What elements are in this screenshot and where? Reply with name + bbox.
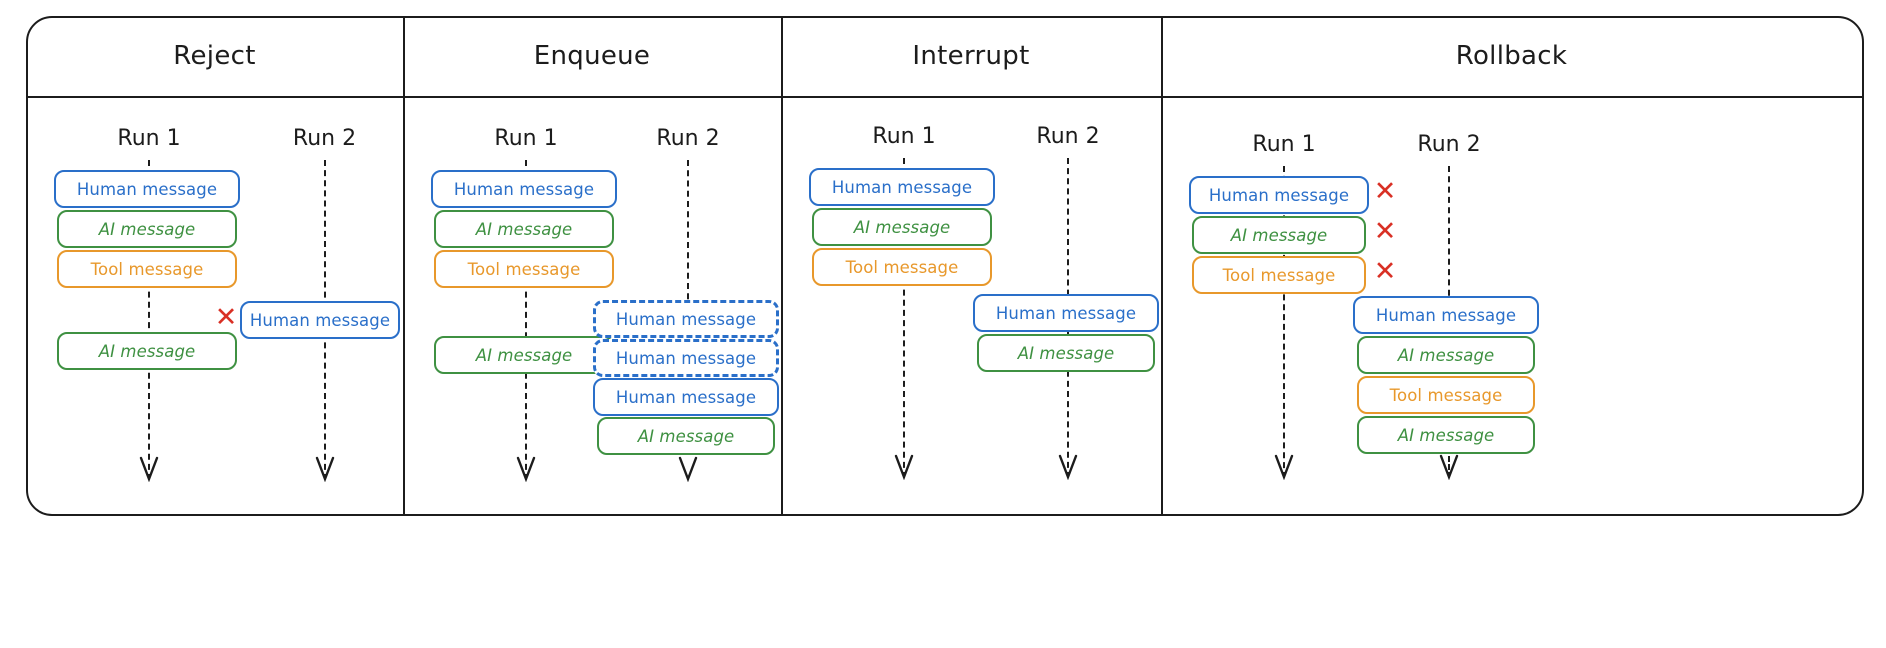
panel-rollback: Rollback Run 1 Human message AI message …	[1161, 16, 1862, 516]
lifeline-arrowhead	[1273, 454, 1295, 480]
message-box-ai[interactable]: AI message	[1192, 216, 1366, 254]
message-box-ai[interactable]: AI message	[434, 336, 614, 374]
message-box-ai[interactable]: AI message	[812, 208, 992, 246]
panel-divider-1	[403, 16, 405, 516]
run-label: Run 2	[1417, 132, 1481, 157]
message-box-ai[interactable]: AI message	[434, 210, 614, 248]
message-box-ai[interactable]: AI message	[597, 417, 775, 455]
message-box-human[interactable]: Human message	[973, 294, 1159, 332]
enqueue-run-1: Run 1 Human message AI message Tool mess…	[431, 126, 621, 496]
lifeline	[1283, 166, 1285, 478]
message-box-ai[interactable]: AI message	[1357, 416, 1535, 454]
message-box-human[interactable]: Human message	[1189, 176, 1369, 214]
run-label: Run 1	[494, 126, 558, 151]
run-label: Run 2	[1036, 124, 1100, 149]
panel-interrupt: Interrupt Run 1 Human message AI message…	[781, 16, 1161, 516]
rollback-run-1: Run 1 Human message AI message Tool mess…	[1189, 132, 1396, 502]
lifeline	[1448, 166, 1450, 306]
lifeline	[903, 158, 905, 478]
message-box-human-queued[interactable]: Human message	[593, 339, 779, 377]
message-box-tool[interactable]: Tool message	[1357, 376, 1535, 414]
message-box-human[interactable]: Human message	[1353, 296, 1539, 334]
lifeline	[1448, 456, 1450, 478]
message-box-ai[interactable]: AI message	[57, 332, 237, 370]
lifeline	[148, 160, 150, 480]
interrupt-run-1: Run 1 Human message AI message Tool mess…	[809, 124, 999, 494]
message-box-human[interactable]: Human message	[809, 168, 995, 206]
run-label: Run 2	[292, 126, 357, 151]
rollback-x-icon: ✕	[1373, 256, 1397, 287]
header-divider	[28, 96, 1862, 98]
message-box-ai[interactable]: AI message	[57, 210, 237, 248]
lifeline-arrowhead	[138, 456, 160, 482]
message-box-tool[interactable]: Tool message	[812, 248, 992, 286]
run-label: Run 1	[872, 124, 936, 149]
message-box-ai[interactable]: AI message	[977, 334, 1155, 372]
lifeline-arrowhead	[893, 454, 915, 480]
panel-title-enqueue: Enqueue	[533, 41, 651, 71]
rollback-x-icon: ✕	[1373, 176, 1397, 207]
enqueue-run-2: Run 2 Human message Human message Human …	[593, 126, 783, 496]
rollback-run-2: Run 2 Human message AI message Tool mess…	[1353, 132, 1545, 502]
lifeline-arrowhead	[1057, 454, 1079, 480]
lifeline-arrowhead	[1438, 454, 1460, 480]
message-box-tool[interactable]: Tool message	[434, 250, 614, 288]
message-box-human[interactable]: Human message	[431, 170, 617, 208]
lifeline	[687, 160, 689, 330]
message-box-human[interactable]: Human message	[54, 170, 240, 208]
lifeline-arrowhead	[677, 456, 699, 482]
lifeline-arrowhead	[314, 456, 336, 482]
run-label: Run 1	[1252, 132, 1316, 157]
panel-title-interrupt: Interrupt	[912, 41, 1030, 71]
lifeline-arrowhead	[515, 456, 537, 482]
message-box-human-queued[interactable]: Human message	[593, 300, 779, 338]
message-box-human[interactable]: Human message	[593, 378, 779, 416]
panel-divider-3	[1161, 16, 1163, 516]
panel-title-rollback: Rollback	[1455, 41, 1568, 71]
panel-reject: Reject Run 1 Human message AI message To…	[26, 16, 403, 516]
reject-run-1: Run 1 Human message AI message Tool mess…	[54, 126, 244, 496]
reject-run-2: Run 2 ✕ Human message	[215, 126, 407, 496]
run-label: Run 1	[117, 126, 181, 151]
message-box-tool[interactable]: Tool message	[1192, 256, 1366, 294]
message-box-human[interactable]: Human message	[240, 301, 400, 339]
lifeline	[525, 160, 527, 480]
run-label: Run 2	[656, 126, 720, 151]
panel-enqueue: Enqueue Run 1 Human message AI message T…	[403, 16, 781, 516]
reject-x-icon: ✕	[214, 302, 238, 333]
message-box-tool[interactable]: Tool message	[57, 250, 237, 288]
rollback-x-icon: ✕	[1373, 216, 1397, 247]
interrupt-run-2: Run 2 Human message AI message	[973, 124, 1163, 494]
panel-title-reject: Reject	[173, 41, 256, 71]
panel-divider-2	[781, 16, 783, 516]
message-box-ai[interactable]: AI message	[1357, 336, 1535, 374]
